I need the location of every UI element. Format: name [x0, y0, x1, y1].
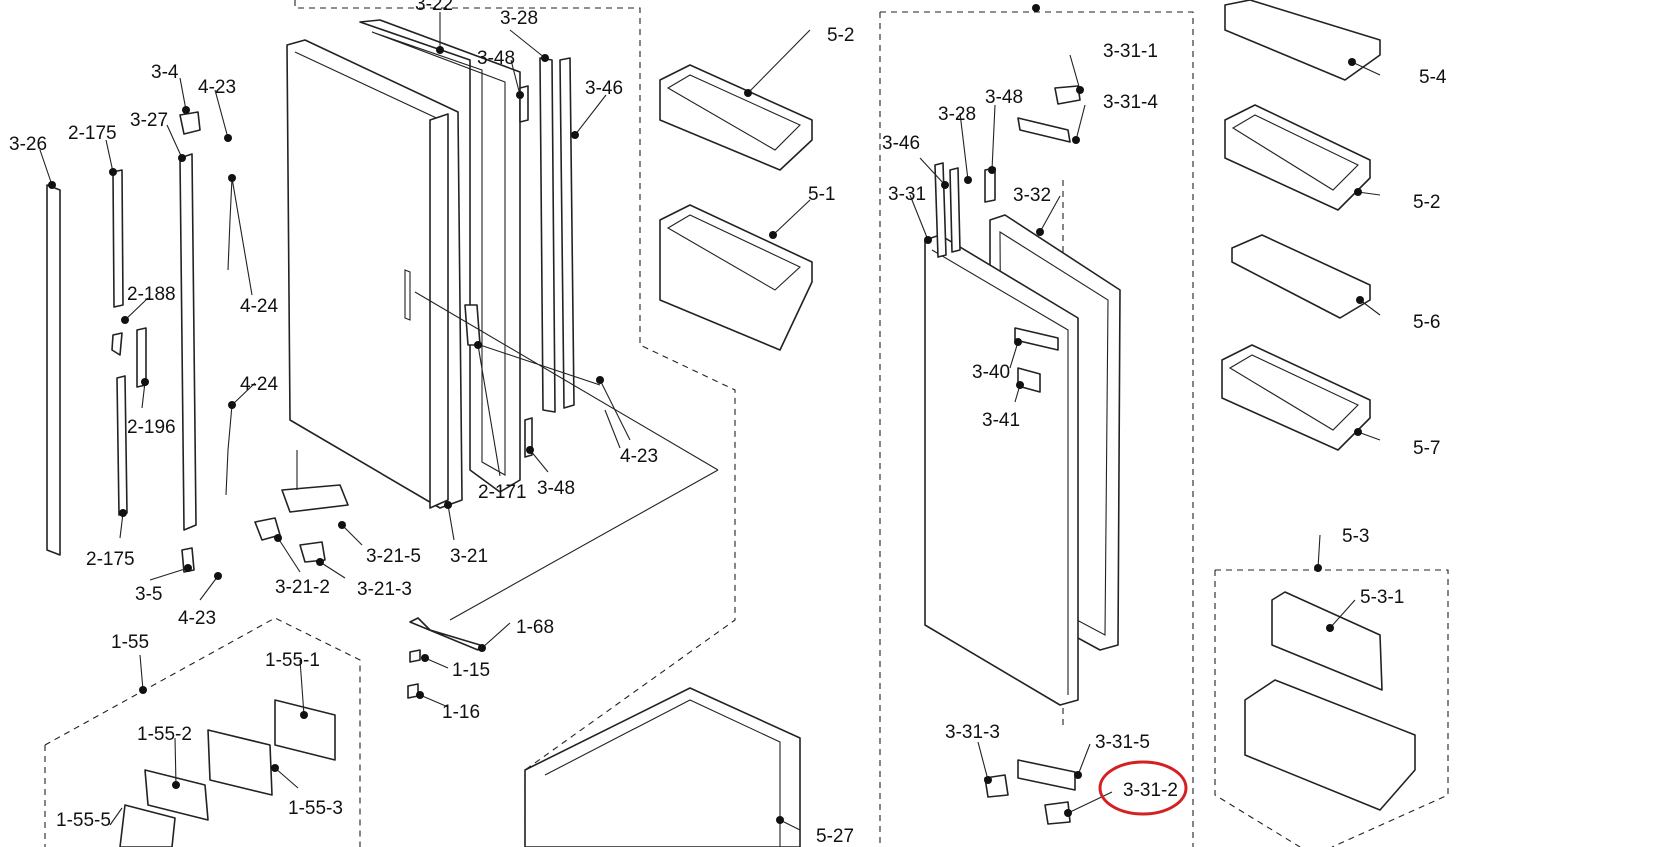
bin-5-2-top — [659, 64, 813, 171]
part-labels: 3-22 3-28 3-48 3-46 5-2 5-1 3-4 4-23 3-2… — [9, 0, 1447, 847]
part-1-15 — [409, 649, 421, 663]
label-2-171: 2-171 — [478, 482, 527, 503]
label-1-55-3: 1-55-3 — [288, 798, 343, 819]
part-1-68 — [409, 617, 481, 651]
door-trim-2-175-bottom — [116, 375, 128, 516]
highlight-ellipse — [1098, 760, 1188, 816]
label-1-55: 1-55 — [111, 632, 149, 653]
hinge-3-21-3 — [299, 541, 326, 563]
control-panel-group — [119, 699, 336, 847]
label-3-31-5: 3-31-5 — [1095, 732, 1150, 753]
label-1-16: 1-16 — [442, 702, 480, 723]
label-5-3-1: 5-3-1 — [1360, 587, 1404, 608]
door-trim-2-175-top — [112, 169, 124, 308]
label-5-3: 5-3 — [1342, 526, 1369, 547]
label-3-40: 3-40 — [972, 362, 1010, 383]
label-5-4: 5-4 — [1419, 67, 1447, 88]
plate-3-40 — [1014, 327, 1059, 351]
bracket-3-4 — [179, 111, 201, 135]
door-cap-3-26 — [46, 184, 61, 556]
trim-3-46 — [559, 57, 575, 409]
label-3-48: 3-48 — [985, 87, 1023, 108]
hinge-3-31-5 — [1017, 759, 1076, 791]
label-3-41: 3-41 — [982, 410, 1020, 431]
label-3-32: 3-32 — [1013, 185, 1051, 206]
door-gasket-3-22 — [359, 19, 521, 493]
label-3-28: 3-28 — [500, 8, 538, 29]
label-5-2: 5-2 — [827, 25, 854, 46]
bin-5-1 — [659, 204, 813, 351]
label-3-31: 3-31 — [888, 184, 926, 205]
label-3-22: 3-22 — [415, 0, 453, 15]
leader-lines — [39, 12, 1381, 831]
label-3-31-4: 3-31-4 — [1103, 92, 1158, 113]
label-3-26: 3-26 — [9, 134, 47, 155]
label-4-24: 4-24 — [240, 296, 278, 317]
label-4-23: 4-23 — [620, 446, 658, 467]
seal-3-28-right — [949, 167, 961, 253]
label-2-175: 2-175 — [68, 123, 117, 144]
door-3-31 — [924, 234, 1079, 706]
label-3-31-2: 3-31-2 — [1123, 780, 1178, 801]
door-bins — [407, 64, 813, 847]
label-4-23: 4-23 — [178, 608, 216, 629]
label-3-48: 3-48 — [537, 478, 575, 499]
label-5-7: 5-7 — [1413, 438, 1440, 459]
label-3-48: 3-48 — [477, 48, 515, 69]
egg-tray-5-6 — [1231, 234, 1371, 319]
hinge-3-31-2 — [1044, 801, 1071, 825]
right-door-bins — [1221, 0, 1416, 811]
label-2-175: 2-175 — [86, 549, 135, 570]
panel-1-55-2 — [144, 769, 209, 821]
label-3-46: 3-46 — [882, 133, 920, 154]
leader-dots — [48, 4, 1364, 824]
label-1-15: 1-15 — [452, 660, 490, 681]
label-1-55-1: 1-55-1 — [265, 650, 320, 671]
divider-5-3-1 — [1271, 591, 1383, 691]
label-1-68: 1-68 — [516, 617, 554, 638]
label-1-55-2: 1-55-2 — [137, 724, 192, 745]
bin-5-7 — [1221, 344, 1371, 451]
hinge-3-31-4 — [1017, 117, 1071, 143]
door-3-21 — [286, 39, 463, 509]
label-4-23: 4-23 — [198, 77, 236, 98]
label-3-4: 3-4 — [151, 62, 179, 83]
bin-5-2-right — [1224, 104, 1371, 211]
label-3-21-5: 3-21-5 — [366, 546, 421, 567]
label-3-28: 3-28 — [938, 104, 976, 125]
hinge-3-31-1 — [1054, 85, 1081, 105]
label-5-1: 5-1 — [808, 184, 835, 205]
hinge-3-21-5 — [281, 484, 349, 513]
label-5-27: 5-27 — [816, 826, 854, 847]
panel-1-55-1 — [274, 699, 336, 761]
label-3-46: 3-46 — [585, 78, 623, 99]
label-3-21-3: 3-21-3 — [357, 579, 412, 600]
label-3-31-1: 3-31-1 — [1103, 41, 1158, 62]
label-3-31-3: 3-31-3 — [945, 722, 1000, 743]
panel-1-55-5 — [119, 804, 176, 847]
label-5-2: 5-2 — [1413, 192, 1440, 213]
label-3-21: 3-21 — [450, 546, 488, 567]
right-door-assembly — [924, 85, 1121, 825]
bin-5-4 — [1224, 0, 1381, 81]
label-2-188: 2-188 — [127, 284, 176, 305]
label-2-196: 2-196 — [127, 417, 176, 438]
seal-3-28 — [539, 57, 556, 413]
left-door-assembly — [46, 19, 719, 621]
label-3-27: 3-27 — [130, 110, 168, 131]
door-cap-3-27 — [179, 153, 197, 531]
panel-1-55-3 — [207, 729, 273, 796]
label-3-5: 3-5 — [135, 584, 162, 605]
basket-5-3 — [1244, 679, 1416, 811]
label-3-21-2: 3-21-2 — [275, 577, 330, 598]
label-5-6: 5-6 — [1413, 312, 1440, 333]
crisper-5-27 — [524, 687, 801, 847]
label-4-24: 4-24 — [240, 374, 278, 395]
label-1-55-5: 1-55-5 — [56, 810, 111, 831]
